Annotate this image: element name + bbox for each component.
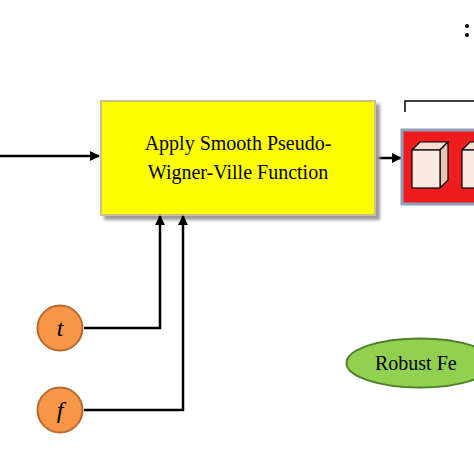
input-circle: t bbox=[36, 304, 84, 352]
process-box: Apply Smooth Pseudo-Wigner-Ville Functio… bbox=[100, 100, 376, 216]
output-ellipse: Robust Fe bbox=[345, 337, 474, 389]
box-label: Apply Smooth Pseudo-Wigner-Ville Functio… bbox=[124, 129, 352, 187]
cube-icon bbox=[412, 142, 448, 188]
input-circle: f bbox=[36, 386, 84, 434]
variable-label: f bbox=[57, 393, 64, 428]
cube-icon bbox=[462, 142, 474, 188]
connector-arrow bbox=[84, 216, 160, 328]
group-bracket bbox=[405, 101, 474, 112]
ellipsis-dot bbox=[465, 24, 469, 28]
ellipsis-dot bbox=[465, 33, 469, 37]
connector-arrow bbox=[84, 216, 183, 410]
input-arrow bbox=[0, 155, 99, 158]
variable-label: t bbox=[57, 311, 64, 346]
ellipse-label: Robust Fe bbox=[375, 349, 457, 378]
output-arrow bbox=[378, 157, 401, 160]
